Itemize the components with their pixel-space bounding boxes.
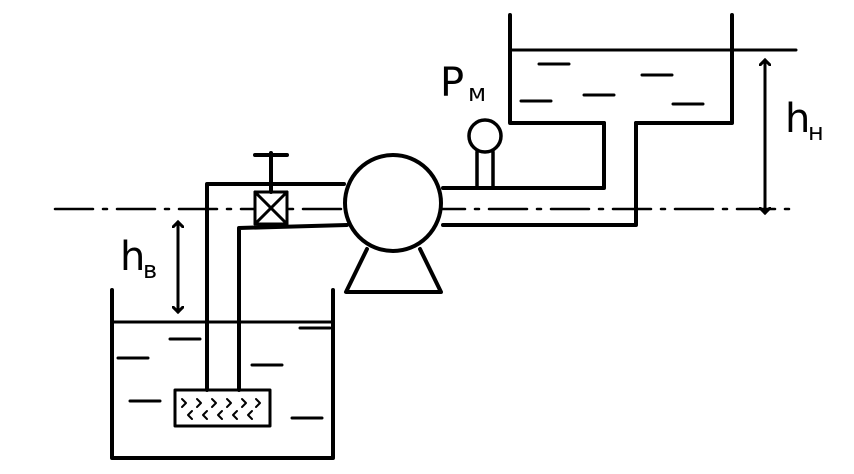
pump-base [344, 247, 443, 294]
pressure-gauge-label: P м [440, 60, 486, 107]
discharge-reservoir [508, 13, 734, 125]
discharge-head-subscript: н [808, 118, 824, 146]
pump-casing [343, 153, 443, 253]
suction-head-label: h в [120, 234, 157, 284]
pressure-gauge-symbol: P [440, 60, 464, 106]
suction-pipe-left [205, 182, 346, 392]
suction-strainer [173, 388, 272, 428]
discharge-pipe-top [441, 121, 606, 190]
pressure-gauge-dial [467, 118, 503, 154]
discharge-pipe-bottom [441, 121, 638, 227]
discharge-head-symbol: h [785, 96, 810, 142]
discharge-head-label: h н [785, 96, 824, 146]
suction-head-subscript: в [143, 256, 157, 284]
strainer-mesh [181, 398, 261, 420]
suction-head-symbol: h [120, 234, 145, 280]
pressure-gauge-subscript: м [468, 79, 486, 107]
suction-reservoir [110, 288, 335, 460]
suction-water-marks [116, 326, 332, 420]
suction-pipe-right [237, 223, 349, 392]
discharge-water-marks [519, 62, 705, 106]
